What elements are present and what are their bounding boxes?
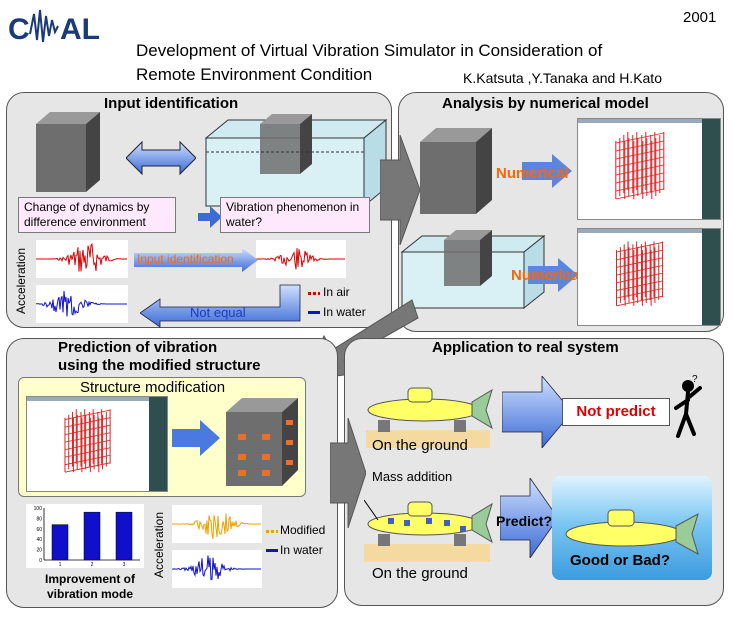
signal-in-air-1 <box>36 240 128 278</box>
signal-in-water-1 <box>35 285 128 323</box>
structure-mod-arrow <box>172 420 220 461</box>
svg-text:C: C <box>8 13 30 46</box>
input-identification-arrow <box>134 248 258 277</box>
numerical-label-bottom: Numerical <box>511 267 584 284</box>
underwater-scene <box>552 476 712 580</box>
bar-2 <box>83 511 101 561</box>
input-identification-arrow-label: Input identification <box>137 252 234 266</box>
predict-label: Predict? <box>496 513 553 529</box>
good-or-bad-label: Good or Bad? <box>570 552 670 569</box>
authors: K.Katsuta ,Y.Tanaka and H.Kato <box>463 70 662 86</box>
improvement-bar-chart: 1 2 3 0 20 40 60 80 100 <box>26 504 144 568</box>
fem-mesh <box>64 409 111 473</box>
note-water-phenomenon: Vibration phenomenon in water? <box>220 197 370 233</box>
signal-trace <box>35 290 127 317</box>
not-predict-arrow <box>501 374 573 453</box>
svg-text:AL: AL <box>60 13 100 46</box>
legend-in-water-2: In water <box>280 543 323 557</box>
chevron-arrow-1 <box>379 134 421 250</box>
year-label: 2001 <box>683 9 717 26</box>
not-equal-arrow <box>139 283 304 334</box>
poster-title-line1: Development of Virtual Vibration Simulat… <box>136 41 603 60</box>
legend-air-swatch <box>308 292 320 295</box>
signal-trace <box>36 243 128 272</box>
bar-category-label: 3 <box>123 562 126 568</box>
legend-water-swatch-2 <box>266 549 278 552</box>
prediction-title-line1: Prediction of vibration <box>58 339 218 356</box>
acceleration-label-bottom: Acceleration <box>152 511 166 579</box>
signal-in-water-2 <box>172 550 262 588</box>
confused-person-icon: ? <box>670 372 714 445</box>
on-the-ground-label-2: On the ground <box>372 565 468 582</box>
svg-text:?: ? <box>692 374 698 385</box>
box-in-air <box>30 110 104 199</box>
signal-modified <box>172 505 262 543</box>
structure-mod-label: Structure modification <box>80 379 226 396</box>
numerical-label-top: Numerical <box>496 165 569 182</box>
numerical-arrow-top <box>522 154 572 193</box>
chevron-arrow-2 <box>329 417 367 533</box>
legend-modified: Modified <box>280 523 326 537</box>
double-arrow <box>125 140 197 181</box>
legend-modified-swatch <box>266 530 278 533</box>
acceleration-label-top: Acceleration <box>14 247 28 315</box>
bar-3 <box>115 511 133 561</box>
fem-mesh <box>615 132 665 200</box>
application-title: Application to real system <box>432 339 619 356</box>
y-tick-label: 0 <box>39 558 42 564</box>
poster-title-line2: Remote Environment Condition <box>136 65 373 84</box>
fem-mesh <box>616 241 664 307</box>
fem-screen-top <box>577 118 721 220</box>
numerical-arrow-bottom <box>528 258 578 297</box>
camal-logo: C AL <box>6 6 104 46</box>
legend-water-swatch <box>308 311 320 314</box>
mass-addition-label: Mass addition <box>372 469 453 484</box>
signal-in-air-2 <box>256 240 346 278</box>
analysis-title: Analysis by numerical model <box>442 95 649 112</box>
note-dynamics-change: Change of dynamics by difference environ… <box>18 197 176 233</box>
bar-1 <box>51 524 69 561</box>
not-equal-label: Not equal <box>190 305 246 320</box>
prediction-title-line2: using the modified structure <box>58 357 261 374</box>
submarine-mass-added <box>363 490 496 569</box>
submarine-on-ground <box>366 380 496 455</box>
y-tick-label: 40 <box>36 537 42 543</box>
y-tick-label: 60 <box>36 527 42 533</box>
y-tick-label: 80 <box>36 516 42 522</box>
small-arrow-right <box>198 206 222 233</box>
legend-in-water: In water <box>323 305 366 319</box>
modified-box <box>222 394 302 495</box>
y-tick-label: 20 <box>36 548 42 554</box>
on-the-ground-label-1: On the ground <box>372 437 468 454</box>
bar-category-label: 2 <box>91 562 94 568</box>
signal-trace <box>256 248 345 270</box>
input-identification-title: Input identification <box>104 95 239 112</box>
not-predict-box: Not predict <box>562 398 670 426</box>
signal-trace <box>172 513 261 539</box>
signal-trace <box>172 555 261 581</box>
predict-arrow <box>499 476 559 563</box>
improvement-label: Improvement of vibration mode <box>44 572 135 601</box>
legend-in-air: In air <box>323 285 350 299</box>
y-tick-label: 100 <box>34 506 43 512</box>
fem-screen-modified <box>26 396 168 492</box>
numerical-box-air <box>416 124 496 221</box>
fem-screen-bottom <box>577 228 721 326</box>
bar-category-label: 1 <box>59 562 62 568</box>
